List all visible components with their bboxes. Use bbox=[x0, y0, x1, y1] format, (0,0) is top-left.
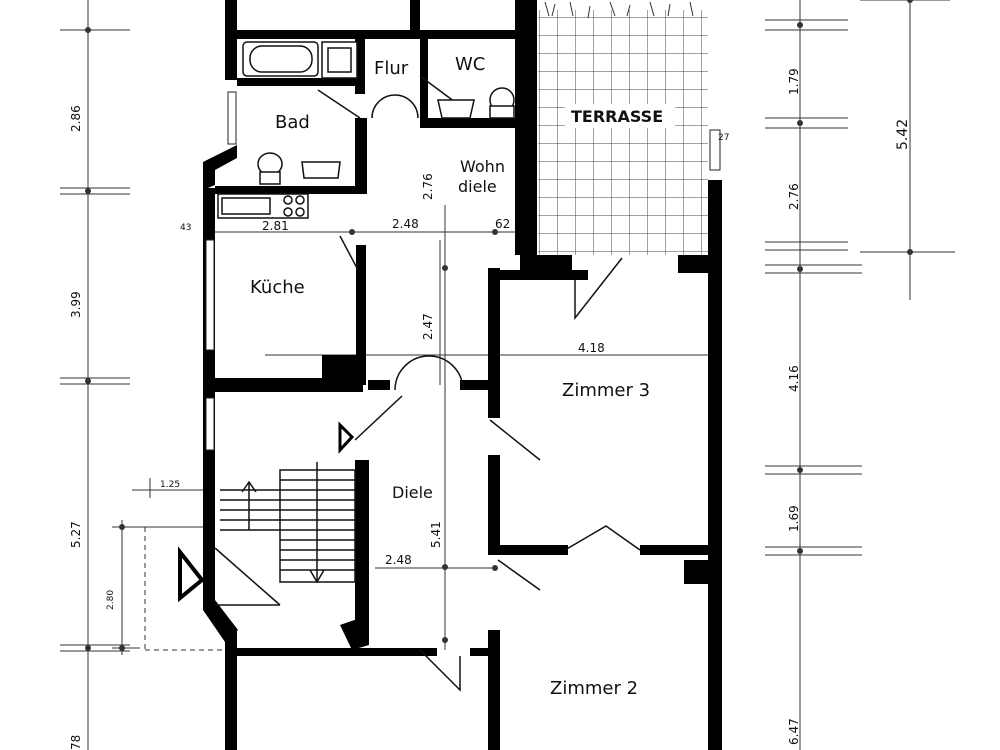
terrace-label-bg bbox=[565, 104, 675, 128]
dimension-lines bbox=[60, 0, 955, 750]
dim-label-179: 1.79 bbox=[787, 68, 801, 95]
room-label-bad: Bad bbox=[275, 112, 310, 133]
dim-label-125: 1.25 bbox=[160, 480, 180, 490]
room-label-zimmer2: Zimmer 2 bbox=[550, 678, 638, 699]
terrace-plants bbox=[544, 1, 694, 19]
dim-label-416: 4.16 bbox=[787, 365, 801, 392]
room-label-diele: Diele bbox=[392, 483, 433, 502]
dim-label-43: 43 bbox=[180, 223, 191, 233]
room-label-wohndiele-line1: Wohn bbox=[460, 157, 505, 176]
dim-label-248-low: 2.48 bbox=[385, 553, 412, 567]
terrace-tiles bbox=[538, 10, 708, 255]
walls bbox=[203, 0, 722, 750]
dim-label-541: 5.41 bbox=[429, 521, 443, 548]
dim-label-247: 2.47 bbox=[421, 313, 435, 340]
dim-label-418: 4.18 bbox=[578, 341, 605, 355]
dim-label-647: 6.47 bbox=[787, 718, 801, 745]
room-label-kueche: Küche bbox=[250, 277, 305, 298]
dim-label-276-right: 2.76 bbox=[787, 183, 801, 210]
room-label-zimmer3: Zimmer 3 bbox=[562, 380, 650, 401]
dim-label-27: 27 bbox=[718, 133, 729, 143]
fixtures bbox=[217, 41, 515, 219]
doors bbox=[317, 75, 641, 692]
room-label-flur: Flur bbox=[374, 58, 409, 79]
dim-label-542: 5.42 bbox=[895, 119, 911, 150]
room-label-wc: WC bbox=[455, 54, 485, 75]
dim-label-281: 2.81 bbox=[262, 219, 289, 233]
dim-label-527: 5.27 bbox=[69, 521, 83, 548]
dimension-ticks bbox=[85, 0, 913, 651]
stair-arrow-icon bbox=[178, 546, 205, 603]
stair bbox=[214, 462, 356, 606]
dim-label-248-top: 2.48 bbox=[392, 217, 419, 231]
room-label-wohndiele-line2: diele bbox=[458, 177, 497, 196]
dim-label-169: 1.69 bbox=[787, 505, 801, 532]
windows bbox=[205, 91, 721, 451]
dim-label-399: 3.99 bbox=[69, 291, 83, 318]
dim-label-276-inner: 2.76 bbox=[421, 173, 435, 200]
dim-label-286: 2.86 bbox=[69, 105, 83, 132]
dim-label-280: 2.80 bbox=[106, 590, 116, 610]
entry-arrow-icon bbox=[338, 421, 355, 454]
dim-label-62: 62 bbox=[495, 217, 510, 231]
room-label-terrasse: TERRASSE bbox=[571, 107, 663, 126]
dim-label-78: 78 bbox=[69, 735, 83, 750]
